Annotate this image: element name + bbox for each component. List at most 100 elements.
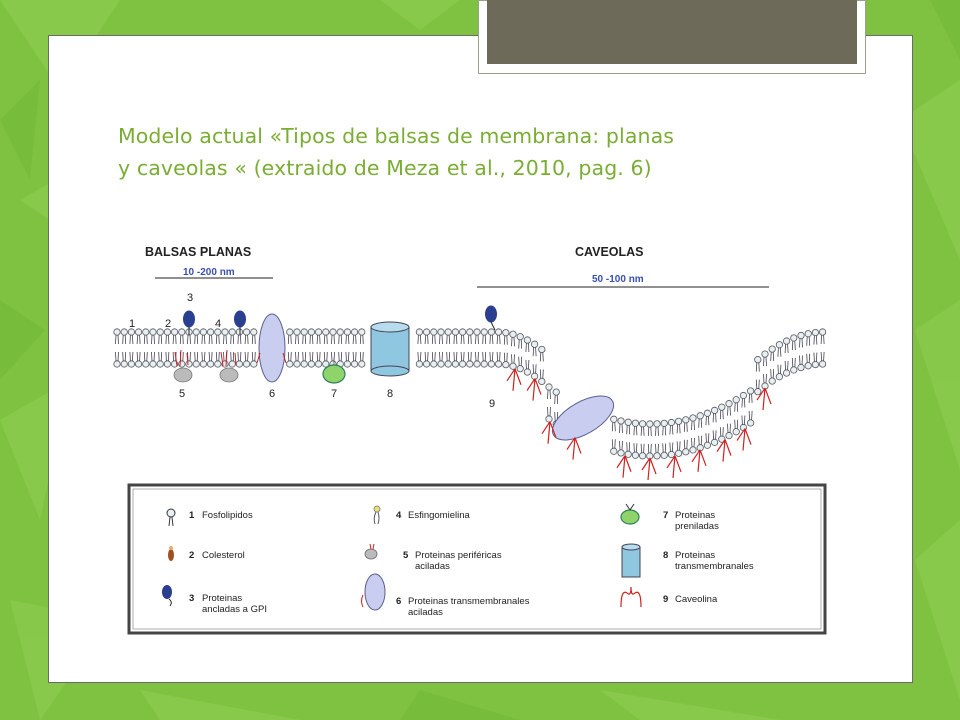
legend-box	[127, 483, 827, 635]
phospholipid-inner	[113, 351, 121, 368]
gpi-protein-icon	[162, 585, 172, 607]
phospholipid-inner	[192, 351, 200, 368]
caveolin-chain	[566, 437, 582, 460]
caveolin-chain	[736, 428, 752, 451]
phospholipid-outer	[199, 328, 208, 345]
phospholipid-outer	[480, 328, 488, 345]
phospholipid-inner	[351, 351, 359, 368]
phospholipid-inner	[458, 351, 467, 368]
phospholipid-inner	[523, 359, 531, 376]
phospholipid-inner	[754, 379, 762, 396]
phospholipid-outer	[682, 416, 690, 433]
phospholipid-outer	[804, 330, 812, 347]
marker-1: 1	[129, 318, 135, 330]
legend-text-6b: aciladas	[408, 607, 443, 618]
phospholipid-outer	[322, 328, 330, 345]
phospholipid-outer	[494, 328, 503, 345]
phospholipid-outer	[703, 409, 712, 426]
legend-text-3: Proteinas	[202, 593, 242, 604]
phospholipid-outer	[286, 328, 294, 345]
phospholipid-outer	[243, 328, 251, 345]
legend-text-3b: ancladas a GPI	[202, 604, 267, 615]
phospholipid-outer	[790, 334, 798, 351]
legend-num-6: 6	[396, 596, 401, 607]
legend-text-7b: preniladas	[675, 521, 719, 532]
phospholipid-outer	[458, 328, 467, 345]
phospholipid-inner	[451, 351, 460, 368]
phospholipid-inner	[300, 351, 308, 368]
phospholipid-outer	[149, 328, 157, 345]
phospholipid-outer	[221, 328, 229, 345]
phospholipid-outer	[444, 328, 452, 345]
marker-2: 2	[165, 318, 171, 330]
legend-text-9: Caveolina	[675, 594, 718, 605]
phospholipid-outer	[178, 328, 186, 345]
phospholipid-outer	[531, 340, 539, 357]
prenylated-protein	[322, 358, 346, 384]
phospholipid-inner	[509, 353, 517, 370]
phospholipid-inner	[682, 439, 690, 456]
phospholipid-inner	[199, 351, 208, 368]
transmembrane-protein-flat	[258, 313, 286, 383]
phospholipid-inner	[545, 406, 553, 423]
phospholipid-icon	[166, 508, 176, 527]
flat-rafts-scale: 10 -200 nm	[183, 267, 235, 278]
phospholipid-inner	[444, 351, 452, 368]
peripheral-protein-icon	[364, 543, 378, 560]
flat-rafts-heading: BALSAS PLANAS	[145, 245, 251, 259]
phospholipid-inner	[710, 429, 719, 446]
legend-text-5b: aciladas	[415, 561, 450, 572]
phospholipid-outer	[516, 333, 524, 350]
membrane-diagram: BALSAS PLANAS 10 -200 nm CAVEOLAS 50 -10…	[113, 245, 827, 635]
legend-num-2: 2	[189, 550, 194, 561]
legend-text-6: Proteinas transmembranales	[408, 596, 530, 607]
phospholipid-inner	[228, 351, 236, 368]
phospholipid-outer	[545, 383, 553, 400]
phospholipid-outer	[775, 341, 784, 358]
phospholipid-outer	[113, 328, 121, 345]
phospholipid-outer	[192, 328, 200, 345]
legend-num-8: 8	[663, 550, 668, 561]
phospholipid-inner	[430, 351, 438, 368]
phospholipid-inner	[667, 442, 676, 459]
phospholipid-inner	[516, 356, 524, 373]
caveolae-scale: 50 -100 nm	[592, 274, 644, 285]
phospholipid-inner	[646, 443, 654, 460]
phospholipid-outer	[120, 328, 128, 345]
phospholipid-inner	[782, 360, 791, 377]
caveolin-chain	[666, 455, 682, 479]
phospholipid-inner	[746, 410, 755, 427]
slide-title: Modelo actual «Tipos de balsas de membra…	[118, 120, 838, 184]
phospholipid-outer	[631, 419, 640, 436]
phospholipid-inner	[120, 351, 128, 368]
phospholipid-outer	[696, 412, 704, 429]
phospholipid-outer	[674, 417, 683, 434]
phospholipid-outer	[228, 328, 236, 345]
phospholipid-inner	[725, 423, 733, 440]
phospholipid-outer	[351, 328, 359, 345]
phospholipid-outer	[725, 400, 733, 417]
legend-num-3: 3	[189, 593, 194, 604]
phospholipid-outer	[667, 418, 676, 435]
phospholipid-inner	[775, 364, 784, 381]
phospholipid-outer	[768, 345, 776, 362]
phospholipid-outer	[718, 403, 726, 420]
phospholipid-outer	[746, 387, 755, 404]
phospholipid-inner	[638, 443, 647, 460]
phospholipid-inner	[487, 351, 496, 368]
caveolae-heading: CAVEOLAS	[575, 245, 644, 259]
transmembrane-acylated-icon	[361, 573, 386, 611]
phospholipid-outer	[552, 388, 560, 405]
phospholipid-outer	[422, 328, 431, 345]
phospholipid-inner	[732, 419, 740, 436]
red-acyl-chains	[174, 349, 287, 367]
phospholipid-outer	[538, 345, 546, 362]
marker-7: 7	[331, 388, 337, 400]
phospholipid-outer	[437, 328, 445, 345]
marker-6: 6	[269, 388, 275, 400]
phospholipid-outer	[134, 328, 143, 345]
legend-num-5: 5	[403, 550, 409, 561]
phospholipid-inner	[610, 438, 618, 455]
marker-3: 3	[187, 292, 193, 304]
phospholipid-inner	[243, 351, 251, 368]
